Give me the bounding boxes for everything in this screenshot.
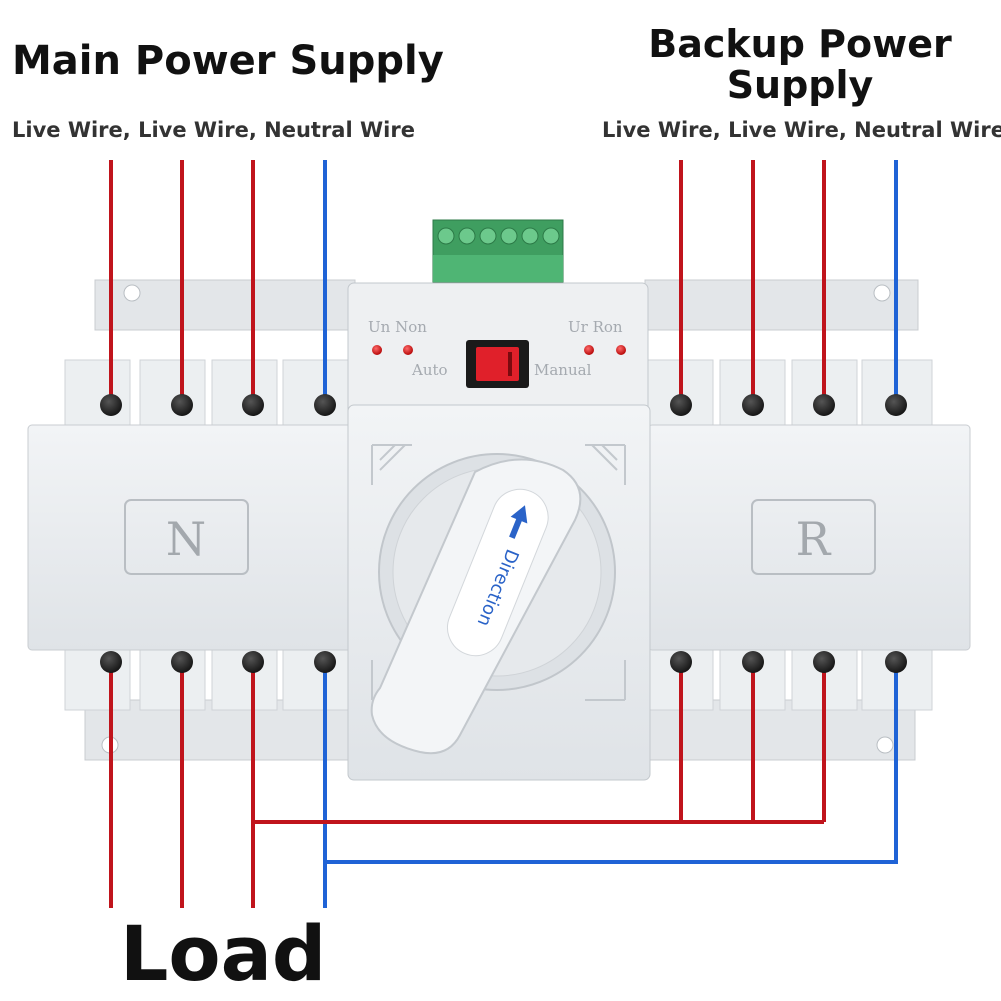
main-supply-title: Main Power Supply: [12, 38, 444, 84]
led-un: [372, 345, 382, 355]
main-supply-wires: Live Wire, Live Wire, Neutral Wire: [12, 118, 415, 142]
indicator-label-left: Un Non: [368, 318, 427, 336]
main-panel-label-box: N: [124, 499, 249, 575]
backup-panel-letter: R: [796, 512, 832, 566]
led-non: [403, 345, 413, 355]
mounting-bracket-top: [94, 279, 919, 331]
mode-label-manual: Manual: [534, 361, 592, 379]
load-label: Load: [120, 909, 327, 998]
terminal-screws-bottom: [100, 651, 907, 673]
control-terminal-block: [432, 219, 564, 283]
mounting-bracket-bottom: [84, 699, 916, 761]
auto-manual-rocker-switch[interactable]: [466, 340, 529, 388]
backup-supply-title: Backup Power Supply: [640, 22, 960, 108]
selector-handle[interactable]: Direction: [370, 458, 582, 755]
main-panel-letter: N: [166, 512, 206, 566]
indicator-label-right: Ur Ron: [568, 318, 623, 336]
backup-title-line2: Supply: [726, 63, 874, 108]
terminal-screws-top: [100, 394, 907, 416]
main-supply-wires-group: [109, 160, 327, 403]
backup-panel-label-box: R: [751, 499, 876, 575]
backup-title-line1: Backup Power: [648, 22, 952, 66]
backup-supply-wires: Live Wire, Live Wire, Neutral Wire: [602, 118, 1001, 142]
backup-supply-wires-group: [679, 160, 898, 403]
mode-label-auto: Auto: [411, 361, 448, 379]
led-ron: [616, 345, 626, 355]
led-ur: [584, 345, 594, 355]
load-wires-group: [109, 662, 898, 908]
